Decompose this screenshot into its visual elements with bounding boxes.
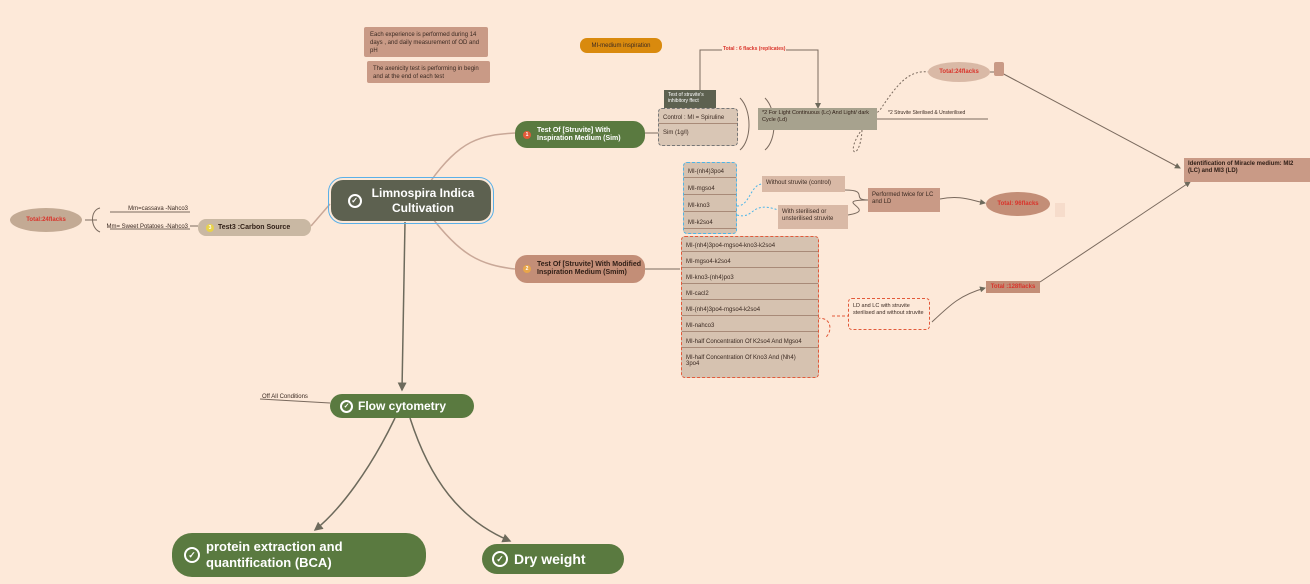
total96: Total: 96flacks [986,192,1050,216]
without-struvite-box: Without struvite (control) [762,176,845,192]
protein-label-line1: protein extraction and [206,539,343,554]
dry-label: Dry weight [514,551,586,567]
check-icon: ✓ [184,547,200,563]
test2-label-line2: Inspiration Medium (Smim) [537,269,627,276]
dry-weight-node[interactable]: ✓ Dry weight [482,544,624,574]
identification-box: Identification of Miracle medium: MI2 (L… [1184,158,1310,182]
test3-total: Total:24flacks [10,208,82,232]
test1-header: Test of struvite's inhibitory ffect [664,90,716,108]
test1-item: Control : MI = Spiruline [659,113,737,124]
test2-red-item: MI-kno3-(nh4)po3 [682,273,818,284]
cycle-box: *2 For Light Continuous (Lc) And Light/ … [758,108,877,130]
test2-red-item: MI-(nh4)3po4-mgso4-k2so4 [682,305,818,316]
flow-cytometry-node[interactable]: ✓ Flow cytometry [330,394,474,418]
check-icon: ✓ [347,193,362,208]
test3-item: Mm= Sweet Potatoes -Nahco3 [106,224,188,230]
protein-label-line2: quantification (BCA) [206,555,332,570]
total96-label: Total: 96flacks [997,201,1039,207]
root-label-line1: Limnospira Indica [371,185,475,200]
test3-item: Mm=cassava -Nahco3 [128,206,188,212]
empty-node [994,62,1004,76]
flow-label: Flow cytometry [358,399,447,413]
test1-item: Sim (1g/l) [663,130,689,136]
number-badge: 1 [523,130,531,139]
total-replicates: Total : 6 flacks (replicates) [722,46,787,52]
test3-label: Test3 :Carbon Source [218,224,291,231]
test3-total-label: Total:24flacks [26,217,66,223]
performed-twice-box: Performed twice for LC and LD [868,188,940,212]
root-label-line2: Cultivation [392,200,454,215]
test2-blue-item: MI-kno3 [684,201,736,212]
note-daily-measurement: Each experience is performed during 14 d… [364,27,488,57]
test1-label-line2: Inspiration Medium (Sim) [537,134,621,142]
test2-red-item: MI-nahco3 [682,321,818,332]
test1-total: Total:24flacks [928,62,990,82]
test2-red-item: MI-half Concentration Of K2so4 And Mgso4 [682,337,818,348]
ld-lc-box: LD and LC with struvite sterilised and w… [848,298,930,330]
test2-blue-item: MI-(nh4)3po4 [684,167,736,178]
number-badge: 2 [523,265,531,273]
off-all-conditions: Off All Conditions [262,394,308,400]
test2-red-item: MI-mgso4-k2so4 [682,257,818,268]
note-axenicity: The axenicity test is performing in begi… [367,61,490,83]
empty-node [1055,203,1065,217]
test2-blue-item: MI-k2so4 [684,218,736,229]
test1-items-box: Control : MI = Spiruline Sim (1g/l) [658,108,738,146]
test3-node[interactable]: 3 Test3 :Carbon Source [198,219,311,236]
total128-label: Total :128flacks [990,284,1036,290]
test2-red-box: MI-(nh4)3po4-mgso4-kno3-k2so4 MI-mgso4-k… [681,236,819,378]
with-struvite-box: With sterilised or unsterilised struvite [778,205,848,229]
mi-inspiration-tag: MI-medium inspiration [580,38,662,53]
sterilised-label: *2 Struvite Sterilised & Unsterilised [888,110,966,116]
test2-blue-item: MI-mgso4 [684,184,736,195]
test1-label-line1: Test Of [Struvite] With [537,126,611,134]
check-icon: ✓ [492,551,508,567]
test2-red-item: MI-(nh4)3po4-mgso4-kno3-k2so4 [682,241,818,252]
test1-total-label: Total:24flacks [939,69,979,75]
test2-blue-box: MI-(nh4)3po4 MI-mgso4 MI-kno3 MI-k2so4 [683,162,737,234]
test2-red-item: MI-cacl2 [682,289,818,300]
check-icon: ✓ [340,399,353,413]
test2-red-item: MI-half Concentration Of Kno3 And (Nh4) … [686,355,796,367]
number-badge: 3 [206,223,214,232]
test2-label-line1: Test Of [Struvite] With Modified [537,261,642,268]
total128: Total :128flacks [986,281,1040,293]
